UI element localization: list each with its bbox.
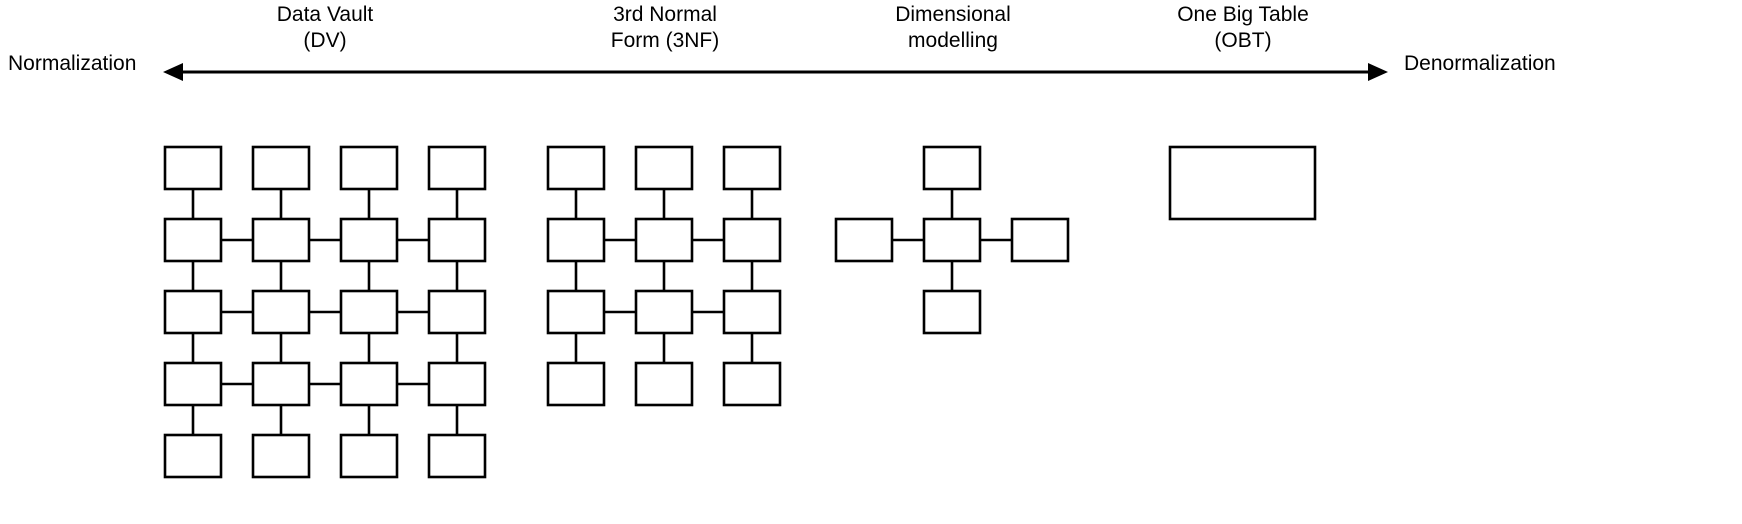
entity-box — [546, 361, 606, 407]
entity-box — [339, 217, 399, 263]
entity-box — [163, 217, 223, 263]
entity-box — [339, 361, 399, 407]
stage-title-line-2: (DV) — [303, 29, 347, 52]
stage-shapes-dimensional-modelling — [834, 145, 1070, 335]
dimension-box-left — [834, 217, 894, 263]
entity-box — [634, 145, 694, 191]
entity-box — [722, 145, 782, 191]
axis-label-denormalization: Denormalization — [1404, 52, 1556, 75]
entity-box — [722, 361, 782, 407]
stage-title-one-big-table: One Big Table (OBT) — [1118, 2, 1368, 54]
entity-box — [163, 433, 223, 479]
stage-title-line-2: (OBT) — [1214, 29, 1272, 52]
entity-box — [427, 289, 487, 335]
entity-box — [634, 217, 694, 263]
stage-title-line-1: Dimensional — [895, 3, 1011, 26]
stage-shapes-third-normal-form — [546, 145, 782, 407]
stage-shapes-data-vault — [163, 145, 487, 479]
entity-box — [634, 289, 694, 335]
stage-title-line-1: Data Vault — [276, 3, 374, 26]
entity-box — [546, 217, 606, 263]
entity-box — [427, 217, 487, 263]
arrow-head-left-icon — [163, 63, 183, 81]
entity-box — [163, 361, 223, 407]
stage-title-line-2: modelling — [908, 29, 998, 52]
entity-box — [251, 145, 311, 191]
fact-box-center — [922, 217, 982, 263]
dimension-box-top — [922, 145, 982, 191]
entity-box — [251, 289, 311, 335]
one-big-table-box — [1168, 145, 1317, 221]
entity-box — [339, 289, 399, 335]
dimension-box-right — [1010, 217, 1070, 263]
entity-box — [722, 289, 782, 335]
axis-label-normalization: Normalization — [8, 52, 137, 75]
entity-box — [163, 145, 223, 191]
normalization-axis — [163, 63, 1388, 81]
stage-title-data-vault: Data Vault (DV) — [200, 2, 450, 54]
entity-box — [251, 217, 311, 263]
entity-box — [546, 145, 606, 191]
entity-box — [339, 145, 399, 191]
entity-box — [634, 361, 694, 407]
stage-shapes-one-big-table — [1168, 145, 1317, 221]
entity-box — [427, 145, 487, 191]
stage-title-third-normal-form: 3rd Normal Form (3NF) — [540, 2, 790, 54]
entity-box — [339, 433, 399, 479]
entity-box — [722, 217, 782, 263]
entity-box — [546, 289, 606, 335]
entity-box — [251, 361, 311, 407]
stage-title-line-1: 3rd Normal — [613, 3, 717, 26]
entity-box — [427, 361, 487, 407]
entity-box — [251, 433, 311, 479]
entity-box — [427, 433, 487, 479]
stage-title-line-1: One Big Table — [1177, 3, 1309, 26]
stage-title-dimensional-modelling: Dimensional modelling — [828, 2, 1078, 54]
dimension-box-bottom — [922, 289, 982, 335]
arrow-head-right-icon — [1368, 63, 1388, 81]
entity-box — [163, 289, 223, 335]
stage-title-line-2: Form (3NF) — [610, 29, 720, 52]
